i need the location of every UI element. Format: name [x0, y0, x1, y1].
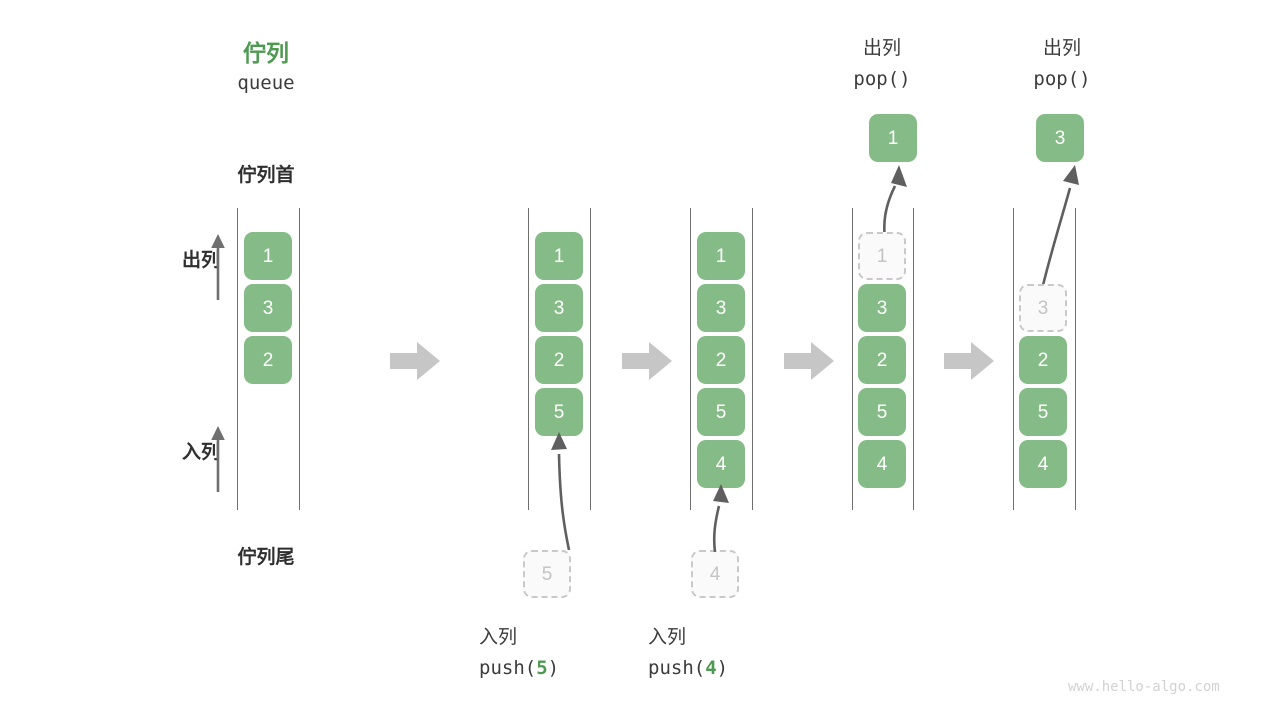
- pop-caption-code: pop(): [802, 68, 962, 90]
- pop-caption-cn: 出列: [1042, 38, 1081, 59]
- push-arrow-icon: [551, 432, 571, 551]
- step-arrow-icon: [390, 342, 440, 380]
- queue-cell: 2: [244, 336, 292, 384]
- queue-rail-left-3: [690, 208, 691, 510]
- queue-cell: 4: [1019, 440, 1067, 488]
- push-code-prefix: push(: [648, 657, 706, 679]
- queue-cell: 2: [697, 336, 745, 384]
- queue-rail-right-1: [299, 208, 300, 510]
- queue-cell: 2: [858, 336, 906, 384]
- dequeue-direction-arrow-icon: [211, 234, 225, 300]
- queue-cell: 5: [858, 388, 906, 436]
- queue-cell: 1: [244, 232, 292, 280]
- enqueue-direction-label: 入列: [181, 442, 220, 463]
- push-code-prefix: push(: [479, 657, 537, 679]
- queue-rail-left-5: [1013, 208, 1014, 510]
- queue-cell-new: 4: [697, 440, 745, 488]
- queue-cell: 2: [535, 336, 583, 384]
- push-code-arg: 5: [536, 657, 548, 679]
- push-code-suffix: ): [716, 657, 729, 679]
- queue-rail-right-4: [913, 208, 914, 510]
- popped-element: 3: [1036, 114, 1084, 162]
- dequeued-element-ghost: 3: [1019, 284, 1067, 332]
- queue-rail-right-5: [1075, 208, 1076, 510]
- queue-cell: 3: [244, 284, 292, 332]
- pop-code-prefix: pop(: [853, 68, 900, 90]
- push-caption-cn: 入列: [648, 627, 687, 648]
- incoming-element-ghost: 4: [691, 550, 739, 598]
- push-caption-code: push(5): [479, 657, 669, 679]
- queue-cell: 3: [535, 284, 583, 332]
- dequeued-element-ghost: 1: [858, 232, 906, 280]
- incoming-element-ghost: 5: [523, 550, 571, 598]
- queue-cell: 1: [535, 232, 583, 280]
- queue-cell-new: 5: [535, 388, 583, 436]
- push-arrow-icon: [712, 484, 729, 553]
- queue-cell: 2: [1019, 336, 1067, 384]
- queue-cell: 3: [697, 284, 745, 332]
- pop-arrow-icon: [1038, 165, 1079, 299]
- step-arrow-icon: [784, 342, 834, 380]
- queue-rail-left-1: [237, 208, 238, 510]
- push-code-suffix: ): [547, 657, 560, 679]
- queue-rail-right-2: [590, 208, 591, 510]
- queue-cell: 4: [858, 440, 906, 488]
- pop-code-prefix: pop(: [1033, 68, 1080, 90]
- diagram-title-cn: 佇列: [243, 40, 289, 66]
- queue-cell: 1: [697, 232, 745, 280]
- pop-code-suffix: ): [1079, 68, 1091, 90]
- pop-caption-cn: 出列: [862, 38, 901, 59]
- queue-cell: 5: [697, 388, 745, 436]
- enqueue-direction-arrow-icon: [211, 426, 225, 492]
- push-caption-code: push(4): [648, 657, 838, 679]
- queue-head-label: 佇列首: [237, 165, 295, 186]
- push-code-arg: 4: [705, 657, 717, 679]
- popped-element: 1: [869, 114, 917, 162]
- diagram-title-en: queue: [237, 72, 295, 94]
- queue-rail-right-3: [752, 208, 753, 510]
- watermark: www.hello-algo.com: [1068, 679, 1220, 695]
- queue-rail-left-4: [852, 208, 853, 510]
- pop-caption-code: pop(): [982, 68, 1142, 90]
- push-caption-cn: 入列: [479, 627, 518, 648]
- step-arrow-icon: [622, 342, 672, 380]
- queue-tail-label: 佇列尾: [237, 547, 295, 568]
- dequeue-direction-label: 出列: [181, 250, 220, 271]
- queue-cell: 3: [858, 284, 906, 332]
- pop-code-suffix: ): [899, 68, 911, 90]
- queue-cell: 5: [1019, 388, 1067, 436]
- step-arrow-icon: [944, 342, 994, 380]
- queue-rail-left-2: [528, 208, 529, 510]
